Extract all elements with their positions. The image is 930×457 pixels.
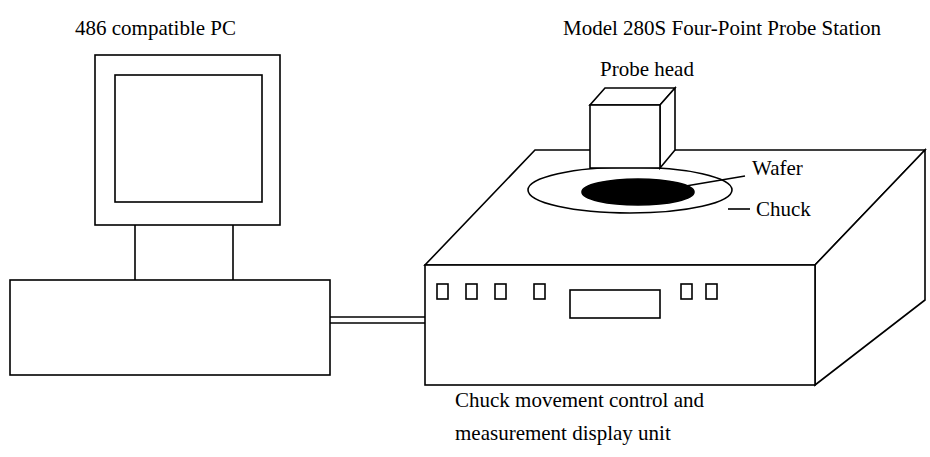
wafer (582, 179, 694, 205)
part-label: Probe head (600, 53, 694, 86)
button (437, 284, 448, 299)
probe-head-front (590, 105, 660, 168)
button (681, 284, 692, 299)
part-label: Chuck (756, 193, 811, 226)
button (495, 284, 506, 299)
chuck (528, 167, 732, 213)
leader-line (668, 176, 745, 189)
cable (330, 316, 427, 318)
button (534, 284, 545, 299)
button (466, 284, 477, 299)
monitor-stand (232, 225, 234, 280)
button (706, 284, 717, 299)
station-title: Model 280S Four-Point Probe Station (563, 12, 881, 45)
part-label: Wafer (752, 152, 803, 185)
monitor-screen (115, 75, 262, 202)
probe-head-side (660, 88, 675, 168)
pc-base-unit (10, 280, 330, 375)
leader-line (728, 208, 750, 210)
display-window (570, 290, 660, 318)
monitor-housing (95, 55, 280, 225)
station-side-face (815, 150, 925, 385)
monitor-stand (134, 225, 136, 280)
part-label: Chuck movement control and measurement d… (455, 384, 755, 449)
station-front-face (425, 265, 815, 385)
pc-title: 486 compatible PC (75, 12, 236, 45)
cable (330, 322, 427, 324)
